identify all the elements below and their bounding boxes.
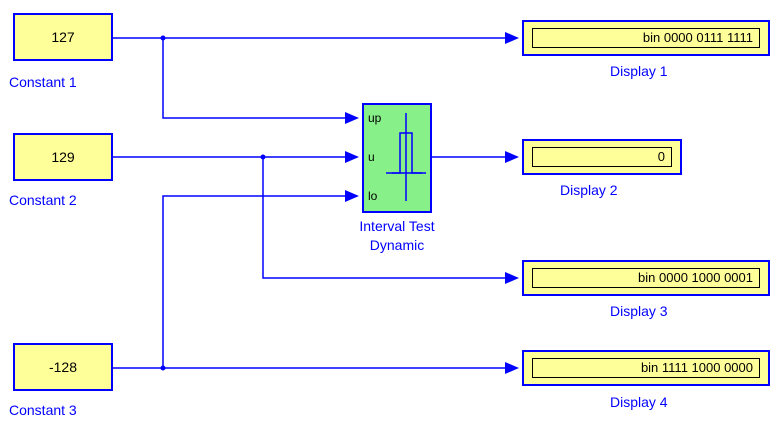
- display4-label: Display 4: [610, 394, 668, 410]
- constant1-label: Constant 1: [9, 74, 77, 90]
- interval-test-label-line2: Dynamic: [369, 237, 425, 253]
- junction-dot: [160, 35, 166, 41]
- display4-block[interactable]: bin 1111 1000 0000: [522, 350, 770, 386]
- constant1-value: 127: [51, 29, 75, 45]
- constant3-value: -128: [48, 359, 78, 375]
- port-label-u: u: [368, 150, 375, 164]
- junction-dot: [260, 154, 266, 160]
- arrow-head-icon: [505, 32, 519, 44]
- arrow-head-icon: [345, 112, 359, 124]
- display3-block[interactable]: bin 0000 1000 0001: [522, 260, 770, 296]
- arrow-head-icon: [345, 151, 359, 163]
- display3-label: Display 3: [610, 303, 668, 319]
- junction-dot: [160, 365, 166, 371]
- display2-label: Display 2: [560, 182, 618, 198]
- port-label-up: up: [368, 111, 382, 125]
- signal-line-constant3-lo[interactable]: [162, 195, 345, 368]
- constant2-value: 129: [51, 149, 75, 165]
- port-label-lo: lo: [368, 189, 378, 203]
- display2-value: 0: [532, 147, 672, 167]
- constant2-label: Constant 2: [9, 192, 77, 208]
- constant3-block[interactable]: -128: [13, 343, 113, 391]
- signal-line-constant1-up[interactable]: [162, 38, 345, 119]
- display1-value: bin 0000 0111 1111: [532, 28, 760, 48]
- pulse-icon: [386, 113, 426, 201]
- arrow-head-icon: [345, 190, 359, 202]
- constant3-label: Constant 3: [9, 402, 77, 418]
- constant1-block[interactable]: 127: [13, 13, 113, 61]
- signal-line-constant2-display3[interactable]: [262, 157, 505, 279]
- arrow-head-icon: [505, 272, 519, 284]
- display1-label: Display 1: [610, 63, 668, 79]
- display2-block[interactable]: 0: [522, 139, 682, 175]
- interval-test-dynamic-block[interactable]: up u lo: [362, 103, 432, 213]
- display3-value: bin 0000 1000 0001: [532, 268, 760, 288]
- arrow-head-icon: [505, 151, 519, 163]
- constant2-block[interactable]: 129: [13, 133, 113, 181]
- display4-value: bin 1111 1000 0000: [532, 358, 760, 378]
- interval-test-label-line1: Interval Test: [359, 218, 435, 234]
- display1-block[interactable]: bin 0000 0111 1111: [522, 20, 770, 56]
- arrow-head-icon: [505, 362, 519, 374]
